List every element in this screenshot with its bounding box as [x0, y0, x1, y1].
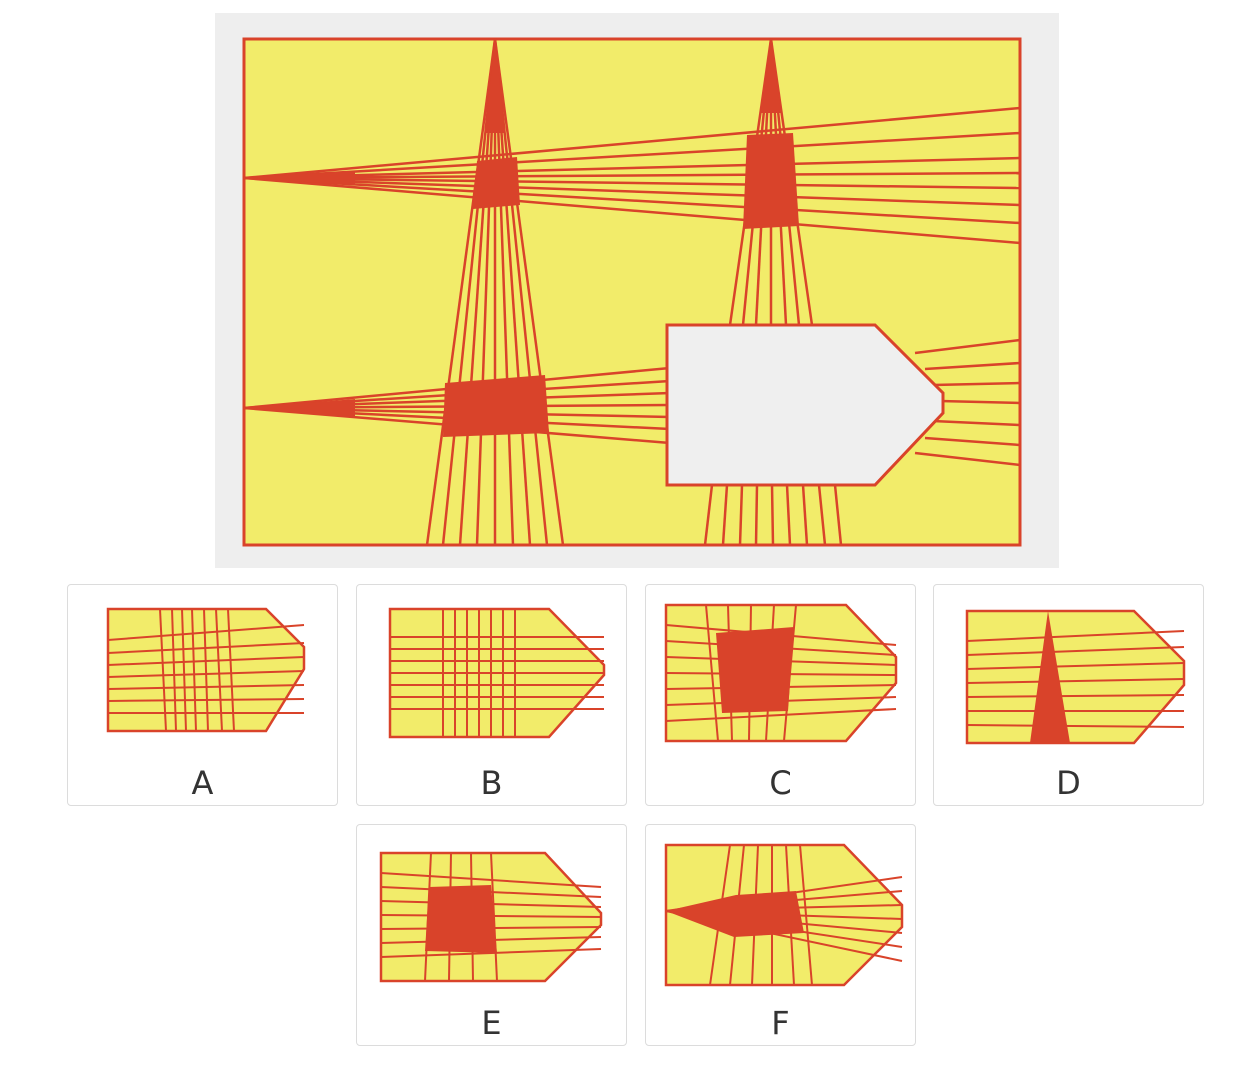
option-e-figure: [379, 851, 603, 983]
option-c-figure: [664, 603, 898, 743]
option-f-figure: [664, 843, 904, 987]
question-figure-svg: [242, 37, 1022, 547]
overlap-upper-right: [743, 133, 799, 229]
option-c[interactable]: C: [645, 584, 916, 806]
option-d-label: D: [1056, 764, 1081, 802]
question-figure: [215, 13, 1059, 568]
option-b-label: B: [480, 764, 503, 802]
vertex-left: [485, 39, 505, 133]
overlap-lower-left: [443, 375, 549, 437]
option-c-label: C: [769, 764, 792, 802]
vertex-lower-fan: [244, 399, 355, 417]
option-f-label: F: [771, 1004, 790, 1042]
option-b[interactable]: B: [356, 584, 627, 806]
option-d-figure: [965, 609, 1186, 745]
overlap-upper-left: [473, 157, 520, 209]
vertex-upper-fan: [244, 171, 355, 185]
vertex-right: [761, 39, 781, 113]
missing-piece: [665, 323, 945, 487]
yellow-panel: [242, 37, 1022, 547]
option-a-label: A: [191, 764, 214, 802]
option-a[interactable]: A: [67, 584, 338, 806]
option-f[interactable]: F: [645, 824, 916, 1046]
option-e-label: E: [481, 1004, 502, 1042]
option-a-figure: [106, 607, 306, 733]
option-d[interactable]: D: [933, 584, 1204, 806]
option-e[interactable]: E: [356, 824, 627, 1046]
option-b-figure: [388, 607, 606, 739]
